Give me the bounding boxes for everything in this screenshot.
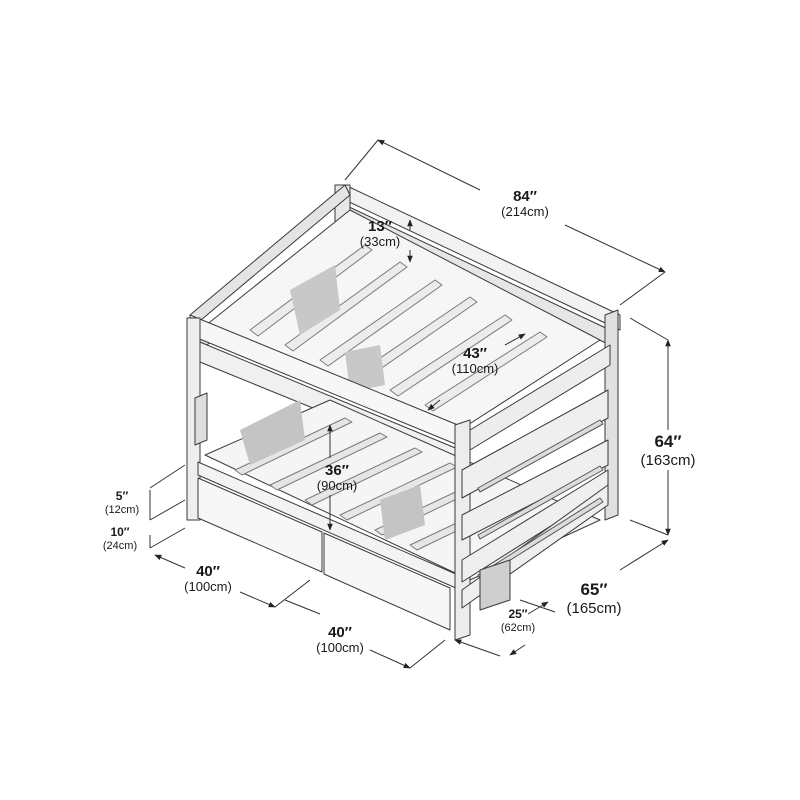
dimension-bottom-rail-height: 5″ (12cm) <box>104 489 140 516</box>
dimension-lines <box>149 139 671 669</box>
upper-slats <box>249 244 548 412</box>
dimension-overall-height: 64″ (163cm) <box>640 432 695 469</box>
dimension-inches: 36″ <box>325 462 349 479</box>
dimension-inches: 65″ <box>580 580 608 599</box>
dimension-cm: (100cm) <box>316 640 364 656</box>
front-left-post <box>186 317 201 521</box>
dimension-bunk-clearance: 36″ (90cm) <box>317 462 357 494</box>
dimension-mattress-width: 43″ (110cm) <box>452 345 499 377</box>
dimension-inches: 10″ <box>110 525 130 539</box>
dimension-inches: 40″ <box>196 563 220 580</box>
left-bracket <box>194 392 208 446</box>
drawer-right <box>323 532 451 631</box>
ladder-grab-bars <box>477 419 604 580</box>
dimension-drawer-height: 10″ (24cm) <box>102 525 138 552</box>
dimension-cm: (110cm) <box>451 361 499 377</box>
dimension-overall-length: 84″ (214cm) <box>501 188 549 220</box>
dimension-inches: 84″ <box>513 188 537 205</box>
dimension-cm: (90cm) <box>316 478 358 494</box>
drawer-left <box>197 477 323 573</box>
dimension-cm: (12cm) <box>104 503 140 516</box>
dimension-guardrail-height: 13″ (33cm) <box>360 218 400 250</box>
dimension-overall-width: 65″ (165cm) <box>566 580 621 617</box>
dimension-inches: 25″ <box>508 607 528 621</box>
dimension-inches: 43″ <box>463 345 487 362</box>
dimension-ladder-depth: 25″ (62cm) <box>500 607 536 634</box>
dimension-cm: (214cm) <box>501 204 549 220</box>
dimension-cm: (24cm) <box>102 539 138 552</box>
dimension-inches: 40″ <box>328 624 352 641</box>
dimension-cm: (165cm) <box>566 599 622 617</box>
lower-back-support <box>479 559 511 611</box>
dimension-cm: (163cm) <box>640 451 696 469</box>
dimension-inches: 64″ <box>654 432 682 451</box>
dimension-drawer-2-width: 40″ (100cm) <box>316 624 364 656</box>
dimension-cm: (33cm) <box>359 234 401 250</box>
dimension-cm: (100cm) <box>184 579 232 595</box>
dimension-drawer-1-width: 40″ (100cm) <box>184 563 232 595</box>
dimension-inches: 13″ <box>368 218 392 235</box>
dimension-cm: (62cm) <box>500 621 536 634</box>
dimension-inches: 5″ <box>115 489 129 503</box>
